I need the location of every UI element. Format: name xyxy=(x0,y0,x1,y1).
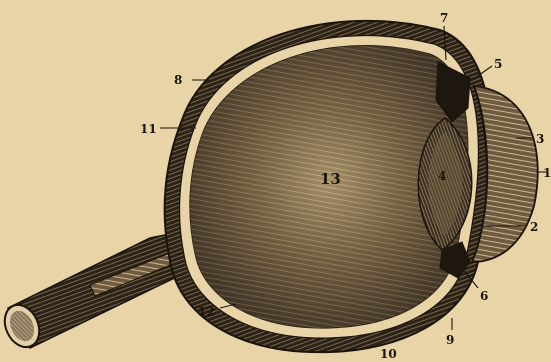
label-4: 4 xyxy=(438,169,446,183)
label-11: 11 xyxy=(140,122,157,136)
label-13: 13 xyxy=(320,170,341,188)
label-10: 10 xyxy=(380,347,397,361)
label-9: 9 xyxy=(446,333,454,347)
label-2: 2 xyxy=(530,220,538,234)
label-1: 1 xyxy=(543,166,551,180)
label-12: 12 xyxy=(198,305,215,319)
label-5: 5 xyxy=(494,57,502,71)
label-6: 6 xyxy=(480,289,488,303)
label-7: 7 xyxy=(440,11,448,25)
label-8: 8 xyxy=(174,73,182,87)
label-3: 3 xyxy=(536,132,544,146)
